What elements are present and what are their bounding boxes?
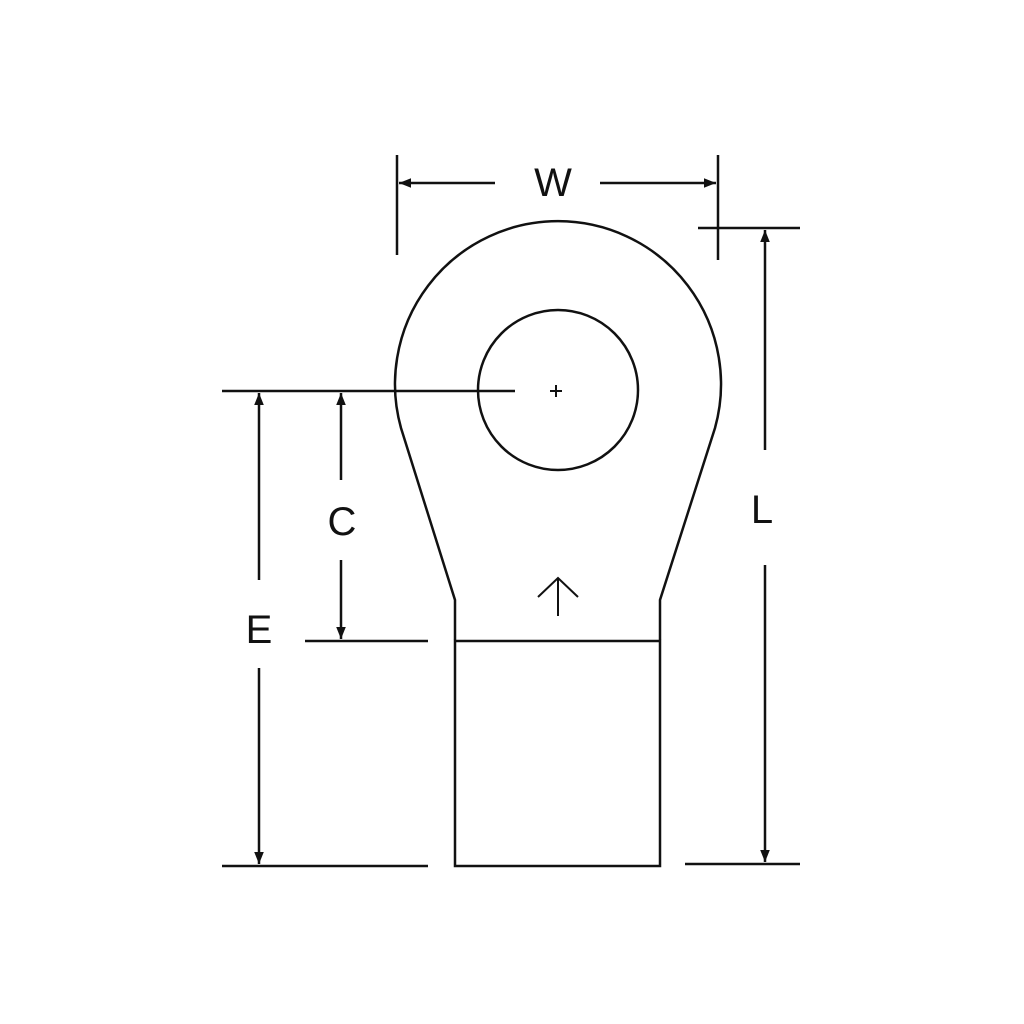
dimension-l: L — [685, 226, 800, 866]
label-w: W — [534, 161, 572, 205]
dimension-w: W — [395, 155, 720, 260]
dimension-c: C — [222, 389, 515, 643]
dimension-e: E — [222, 393, 428, 868]
barrel — [453, 639, 662, 868]
terminal-outline — [393, 220, 723, 868]
label-c: C — [328, 500, 357, 544]
label-l: L — [751, 488, 773, 532]
center-mark-icon — [550, 385, 562, 397]
label-e: E — [246, 608, 273, 652]
ring-tongue-outline — [393, 220, 723, 640]
direction-arrow-icon — [537, 576, 579, 616]
